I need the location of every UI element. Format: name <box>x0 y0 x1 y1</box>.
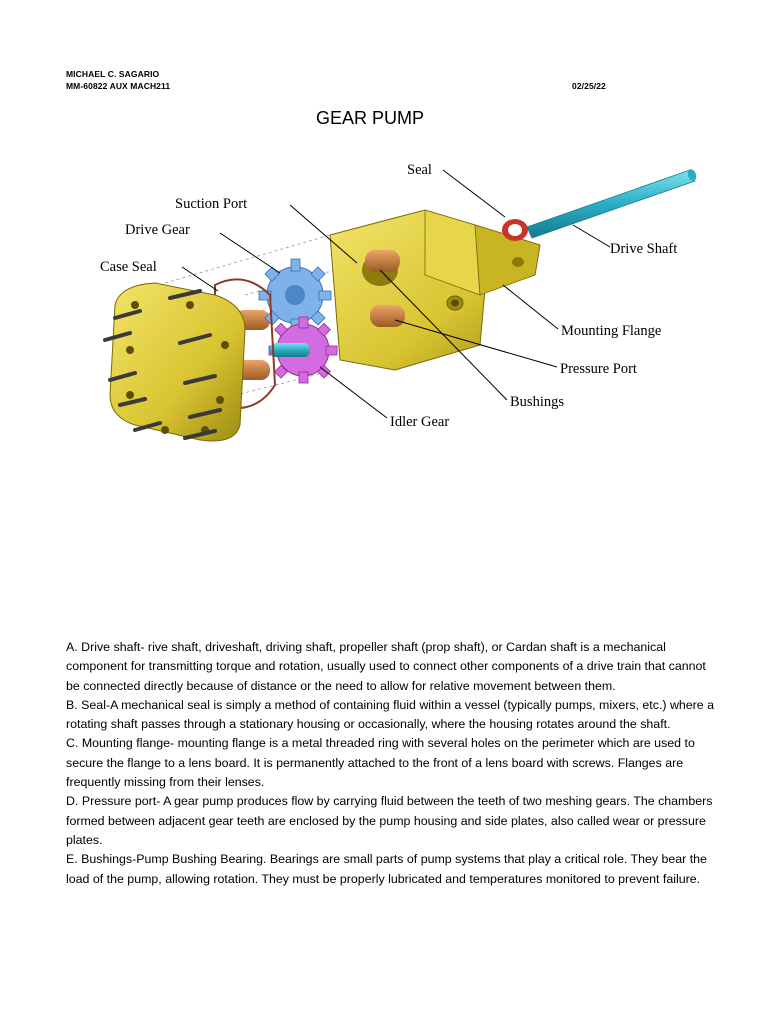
course-code: MM-60822 AUX MACH211 <box>66 81 170 91</box>
idler-gear <box>269 317 337 383</box>
cover-plate <box>110 283 245 441</box>
label-mounting-flange: Mounting Flange <box>561 323 661 339</box>
definition-pressure-port: D. Pressure port- A gear pump produces f… <box>66 792 716 850</box>
label-bushings: Bushings <box>510 394 564 410</box>
document-date: 02/25/22 <box>572 81 606 91</box>
label-seal: Seal <box>407 162 432 178</box>
label-pressure-port: Pressure Port <box>560 361 637 377</box>
definitions-text: A. Drive shaft- rive shaft, driveshaft, … <box>66 638 716 889</box>
page-title: GEAR PUMP <box>0 108 740 129</box>
label-idler-gear: Idler Gear <box>390 414 449 430</box>
definition-drive-shaft: A. Drive shaft- rive shaft, driveshaft, … <box>66 638 716 696</box>
label-drive-shaft: Drive Shaft <box>610 241 677 257</box>
author-name: MICHAEL C. SAGARIO <box>66 69 159 79</box>
definition-seal: B. Seal-A mechanical seal is simply a me… <box>66 696 716 735</box>
definition-mounting-flange: C. Mounting flange- mounting flange is a… <box>66 734 716 792</box>
gear-pump-exploded-diagram: Seal Suction Port Drive Gear Case Seal D… <box>95 155 715 455</box>
label-suction-port: Suction Port <box>175 196 247 212</box>
shaft-seal <box>502 219 528 241</box>
drive-shaft <box>527 170 695 238</box>
label-case-seal: Case Seal <box>100 259 157 275</box>
definition-bushings: E. Bushings-Pump Bushing Bearing. Bearin… <box>66 850 716 889</box>
label-drive-gear: Drive Gear <box>125 222 190 238</box>
